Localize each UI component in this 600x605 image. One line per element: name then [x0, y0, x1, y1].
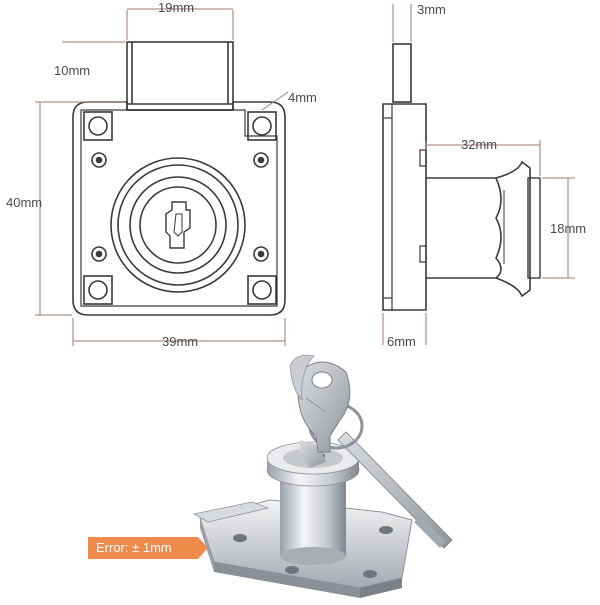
corner-hole-bl [88, 280, 108, 300]
screw-hole-bl [91, 246, 107, 262]
label-front-chamfer: 4mm [288, 90, 317, 105]
side-plate [382, 103, 427, 311]
corner-hole-tr [252, 116, 272, 136]
screw-hole-br [253, 246, 269, 262]
side-cylinder [426, 177, 502, 279]
side-dimension-lines [382, 4, 575, 345]
front-view [72, 41, 286, 316]
front-top-tab [126, 41, 234, 111]
cylinder-outer-ring [110, 157, 246, 293]
label-front-width: 39mm [162, 334, 199, 349]
front-plate-inner [80, 109, 278, 307]
corner-hole-tl [88, 116, 108, 136]
label-side-tab-thickness: 3mm [417, 2, 446, 17]
screw-hole-tr [253, 152, 269, 168]
corner-hole-br [252, 280, 272, 300]
label-side-cylinder-diameter: 18mm [550, 221, 587, 236]
side-flange [495, 160, 531, 298]
error-tolerance-badge: Error: ± 1mm [88, 537, 208, 559]
label-side-plate-thickness: 6mm [387, 334, 416, 349]
key-bow-front [297, 361, 351, 453]
lock-product-illustration [192, 354, 453, 598]
side-view [382, 43, 541, 311]
keys [289, 354, 453, 549]
label-side-cylinder-length: 32mm [461, 137, 498, 152]
label-front-tab-height: 10mm [54, 63, 91, 78]
keyway [165, 201, 191, 249]
label-front-top-width: 19mm [158, 0, 195, 15]
front-dimension-lines [35, 8, 289, 346]
front-plate-outline [72, 101, 286, 316]
side-top-tab [392, 43, 412, 103]
label-front-height: 40mm [6, 195, 43, 210]
screw-hole-tl [91, 152, 107, 168]
